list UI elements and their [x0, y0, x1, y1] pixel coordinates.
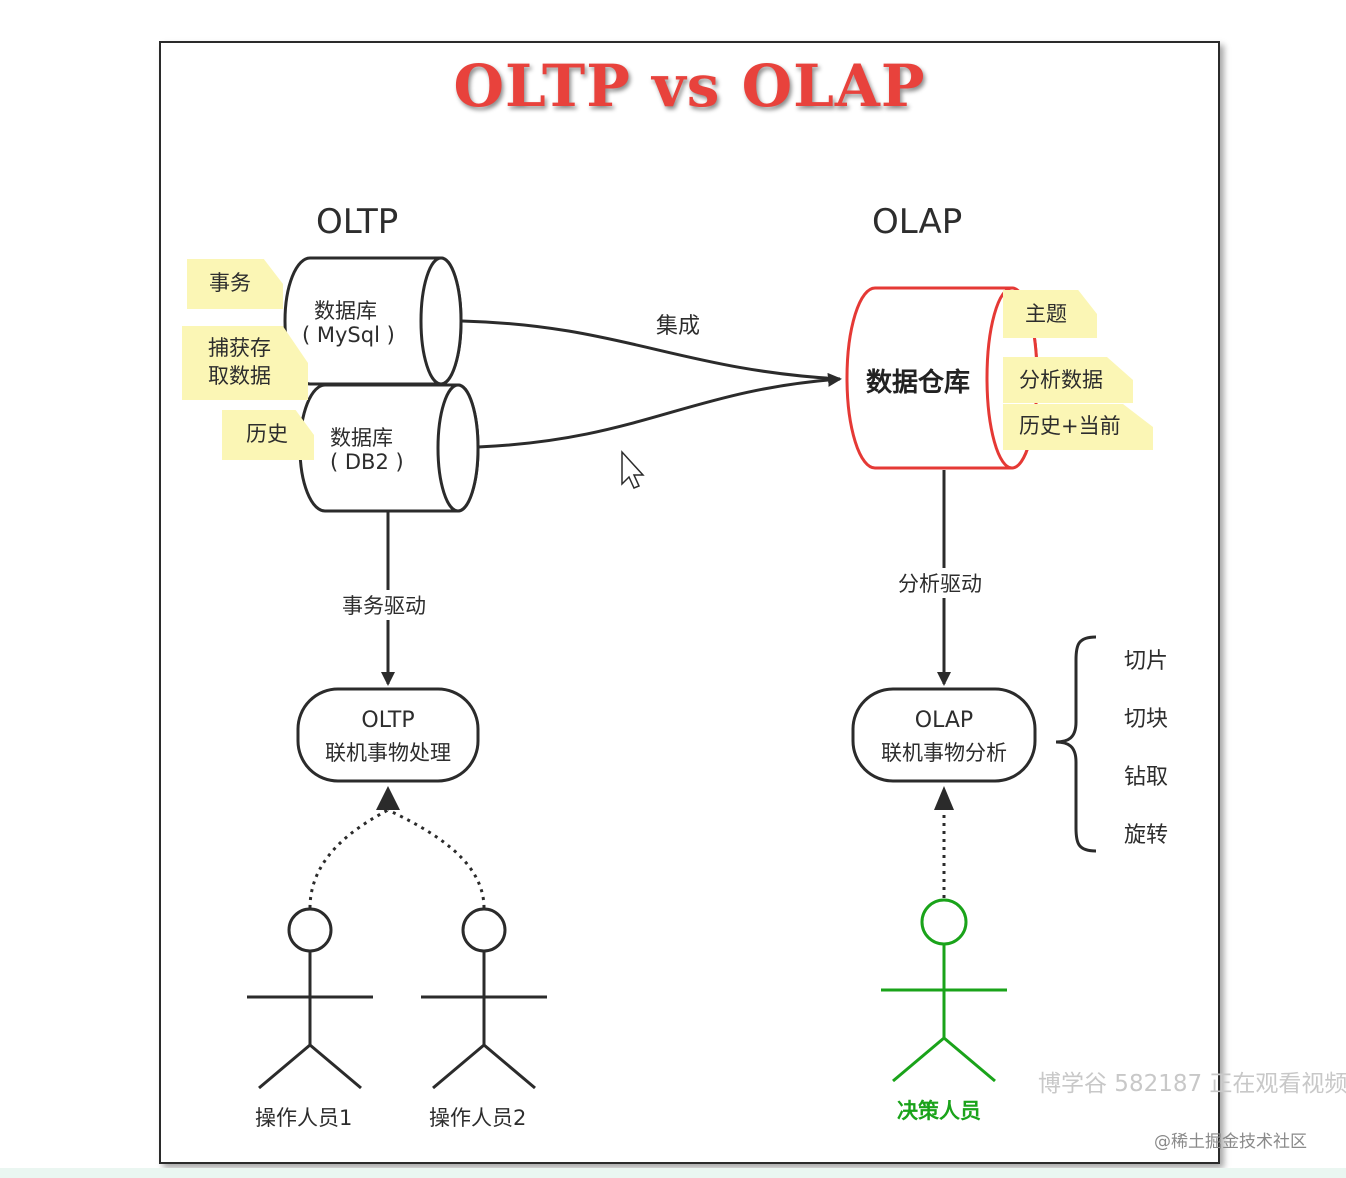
operations-curly-brace	[1055, 635, 1097, 853]
oltp-process-box	[296, 687, 480, 783]
operator2-figure	[421, 907, 547, 1090]
decision-maker-figure	[881, 898, 1007, 1083]
operator1-figure	[247, 907, 373, 1090]
actor1-dotted-link	[308, 808, 389, 909]
arrow-cursor-icon	[621, 450, 645, 489]
mysql-database-cylinder	[283, 256, 463, 386]
olap-process-box	[851, 687, 1037, 783]
operation-drill: 钻取	[1124, 765, 1169, 790]
integration-curve-mysql	[461, 319, 841, 381]
operation-slice: 切片	[1124, 649, 1169, 674]
warehouse-label: 数据仓库	[866, 368, 971, 398]
analysis-driven-label: 分析驱动	[896, 568, 984, 598]
note-subject: 主题	[1003, 290, 1097, 338]
diagram-title: OLTP vs OLAP	[453, 52, 926, 120]
note-transaction: 事务	[187, 259, 283, 309]
viewer-watermark: 博学谷 582187 正在观看视频	[1038, 1071, 1346, 1097]
integration-curve-db2	[477, 372, 842, 449]
bottom-strip	[0, 1168, 1346, 1178]
olap-heading: OLAP	[872, 202, 963, 242]
note-analysis-data: 分析数据	[1003, 357, 1133, 403]
actor2-dotted-link	[387, 808, 486, 909]
oltp-process-subtitle: 联机事物处理	[325, 741, 451, 765]
operator1-label: 操作人员1	[255, 1106, 353, 1130]
db2-db-name: ( DB2 )	[330, 450, 404, 474]
oltp-dotted-arrowhead	[376, 786, 400, 810]
transaction-driven-label: 事务驱动	[340, 590, 428, 620]
operation-rotate: 旋转	[1124, 823, 1169, 848]
decision-maker-label: 决策人员	[897, 1099, 981, 1123]
operation-dice: 切块	[1124, 707, 1169, 732]
olap-dotted-arrowhead	[934, 786, 954, 810]
diagram-frame	[159, 41, 1220, 1164]
operator2-label: 操作人员2	[429, 1106, 527, 1130]
mysql-db-name: ( MySql )	[302, 323, 395, 347]
note-capture-access: 捕获存 取数据	[182, 326, 308, 400]
db2-database-cylinder	[298, 383, 480, 513]
db2-db-label: 数据库	[330, 426, 393, 450]
oltp-process-title: OLTP	[361, 708, 415, 733]
olap-process-title: OLAP	[914, 708, 974, 733]
olap-process-subtitle: 联机事物分析	[881, 741, 1007, 765]
oltp-heading: OLTP	[316, 202, 399, 242]
note-history-current: 历史+当前	[1003, 404, 1153, 450]
note-history: 历史	[222, 410, 314, 460]
mysql-db-label: 数据库	[314, 299, 377, 323]
integration-label: 集成	[656, 314, 701, 339]
site-footer: @稀土掘金技术社区	[1154, 1132, 1307, 1152]
